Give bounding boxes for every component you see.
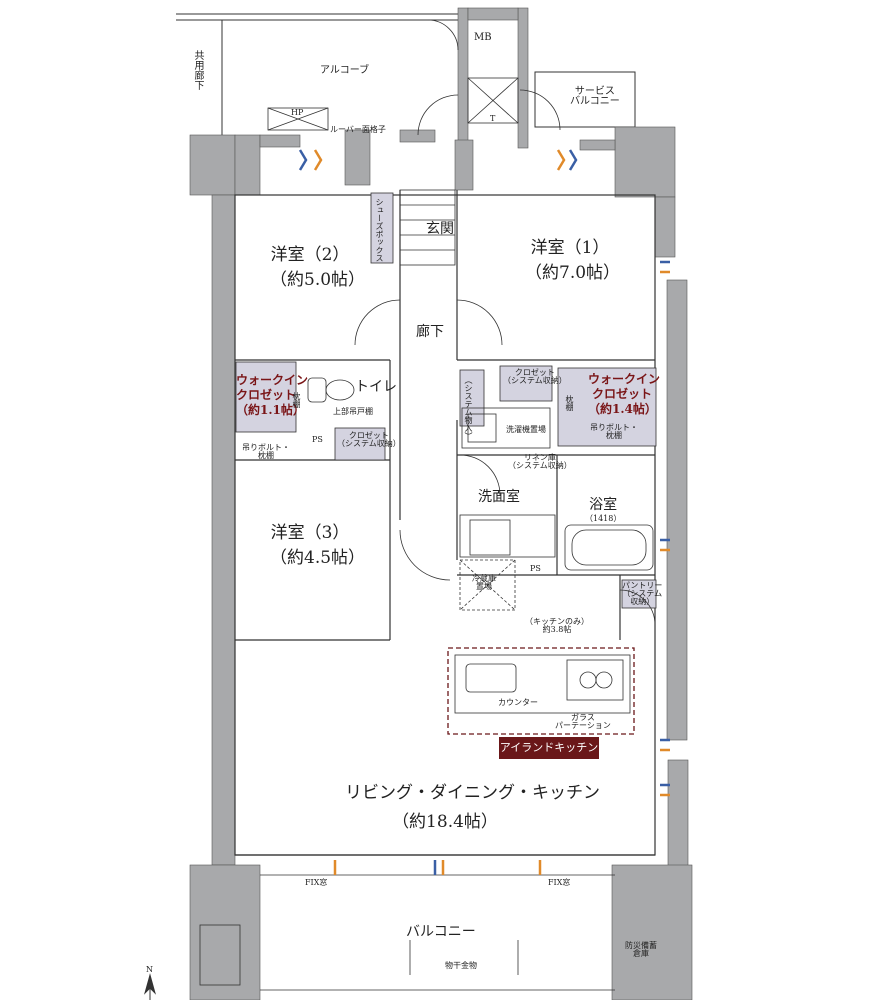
shelf-label-right: 枕棚	[565, 395, 574, 411]
western-room-2-label: 洋室（2）（約5.0帖）	[270, 245, 366, 290]
ps-label-1: PS	[312, 435, 323, 444]
fridge-label: 冷蔵庫置場	[472, 574, 496, 591]
closet-right-label: クロゼット（システム収納）	[503, 368, 567, 385]
western-room-1-label: 洋室（1）（約7.0帖）	[525, 238, 621, 283]
linen-label: リネン庫（システム収納）	[508, 453, 572, 470]
balcony-label: バルコニー	[406, 924, 476, 940]
t-label: T	[490, 114, 496, 123]
drying-hardware-label: 物干金物	[445, 961, 477, 970]
fix-window-label-right: FIX窓	[548, 878, 571, 887]
closet-left-label: クロゼット（システム収納）	[337, 431, 401, 448]
ldk-label: リビング・ダイニング・キッチン（約18.4帖）	[345, 783, 600, 832]
glass-partition-label: ガラスパーテーション	[555, 713, 611, 730]
mb-label: MB	[474, 32, 492, 43]
washroom-label: 洗面室	[478, 489, 520, 505]
western-room-3-label: 洋室（3）（約4.5帖）	[270, 523, 366, 568]
service-balcony-label: サービスバルコニー	[570, 86, 620, 107]
louver-label: ルーバー面格子	[330, 125, 386, 134]
pantry-label: パントリー（システム収納）	[622, 581, 663, 606]
hp-label: HP	[291, 108, 304, 117]
fix-window-label-left: FIX窓	[305, 878, 328, 887]
disaster-storage-label: 防災備蓄倉庫	[625, 941, 657, 958]
laundry-label: 洗濯機置場	[506, 425, 546, 434]
shoe-box-label: シューズボックス	[375, 198, 384, 262]
ps-label-2: PS	[530, 564, 541, 573]
hallway-label: 廊下	[416, 324, 444, 340]
walk-in-closet-left: ウォークインクロゼット（約1.1帖）	[236, 373, 309, 417]
kitchen-only-label: （キッチンのみ）約3.8帖	[525, 617, 589, 634]
alcove-label: アルコーブ	[320, 65, 370, 76]
shelf-label-left: 枕棚	[292, 392, 301, 408]
toilet-label: トイレ	[355, 379, 397, 395]
counter-label: カウンター	[498, 698, 538, 707]
common-corridor-label: 共用廊下	[192, 50, 203, 90]
island-kitchen-badge: アイランドキッチン	[499, 737, 599, 759]
upper-cabinet-label: 上部吊戸棚	[333, 407, 373, 416]
north-label: N	[146, 965, 153, 974]
hanger-shelf-left: 吊りボルト・枕棚	[242, 443, 290, 460]
hanger-shelf-right: 吊りボルト・枕棚	[590, 423, 638, 440]
storage-label: （システム物入）	[464, 376, 473, 440]
bathroom-label: 浴室（1418）	[585, 497, 622, 523]
entrance-label: 玄関	[426, 221, 454, 237]
walk-in-closet-right: ウォークインクロゼット（約1.4帖）	[588, 372, 661, 416]
